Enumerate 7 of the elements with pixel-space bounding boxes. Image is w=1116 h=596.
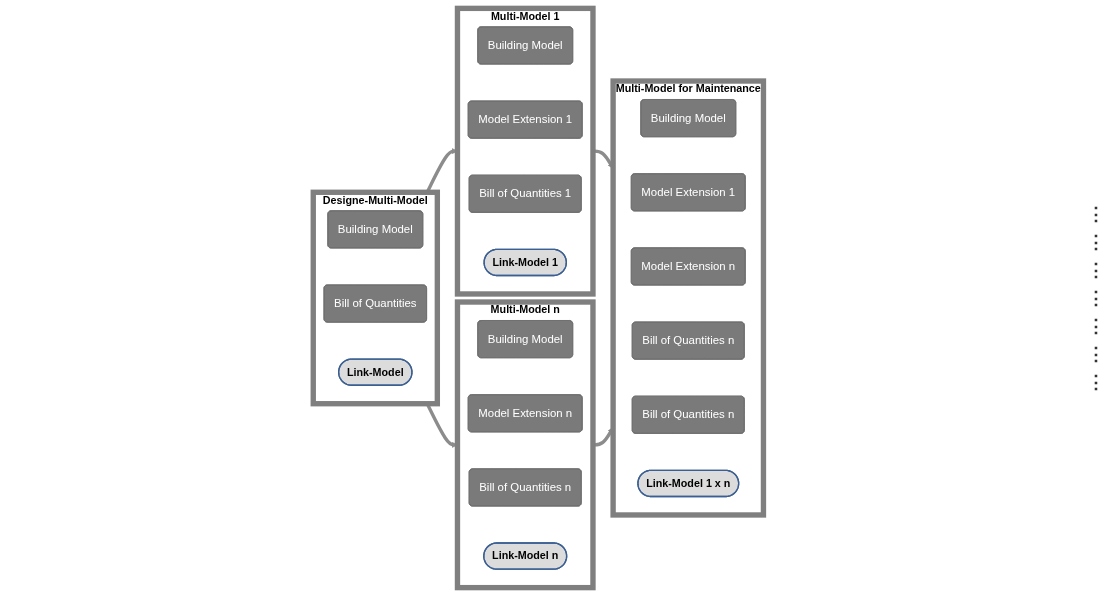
ellipsis-mark: ⋮ bbox=[1087, 315, 1105, 337]
ellipsis-mark: ⋮ bbox=[1087, 259, 1105, 281]
ellipsis-mark: ⋮ bbox=[1087, 371, 1105, 393]
ellipsis-mark: ⋮ bbox=[1087, 343, 1105, 365]
ellipsis-mark: ⋮ bbox=[1087, 231, 1105, 253]
ellipsis-mark: ⋮ bbox=[1087, 287, 1105, 309]
ellipsis-mark: ⋮ bbox=[1087, 203, 1105, 225]
